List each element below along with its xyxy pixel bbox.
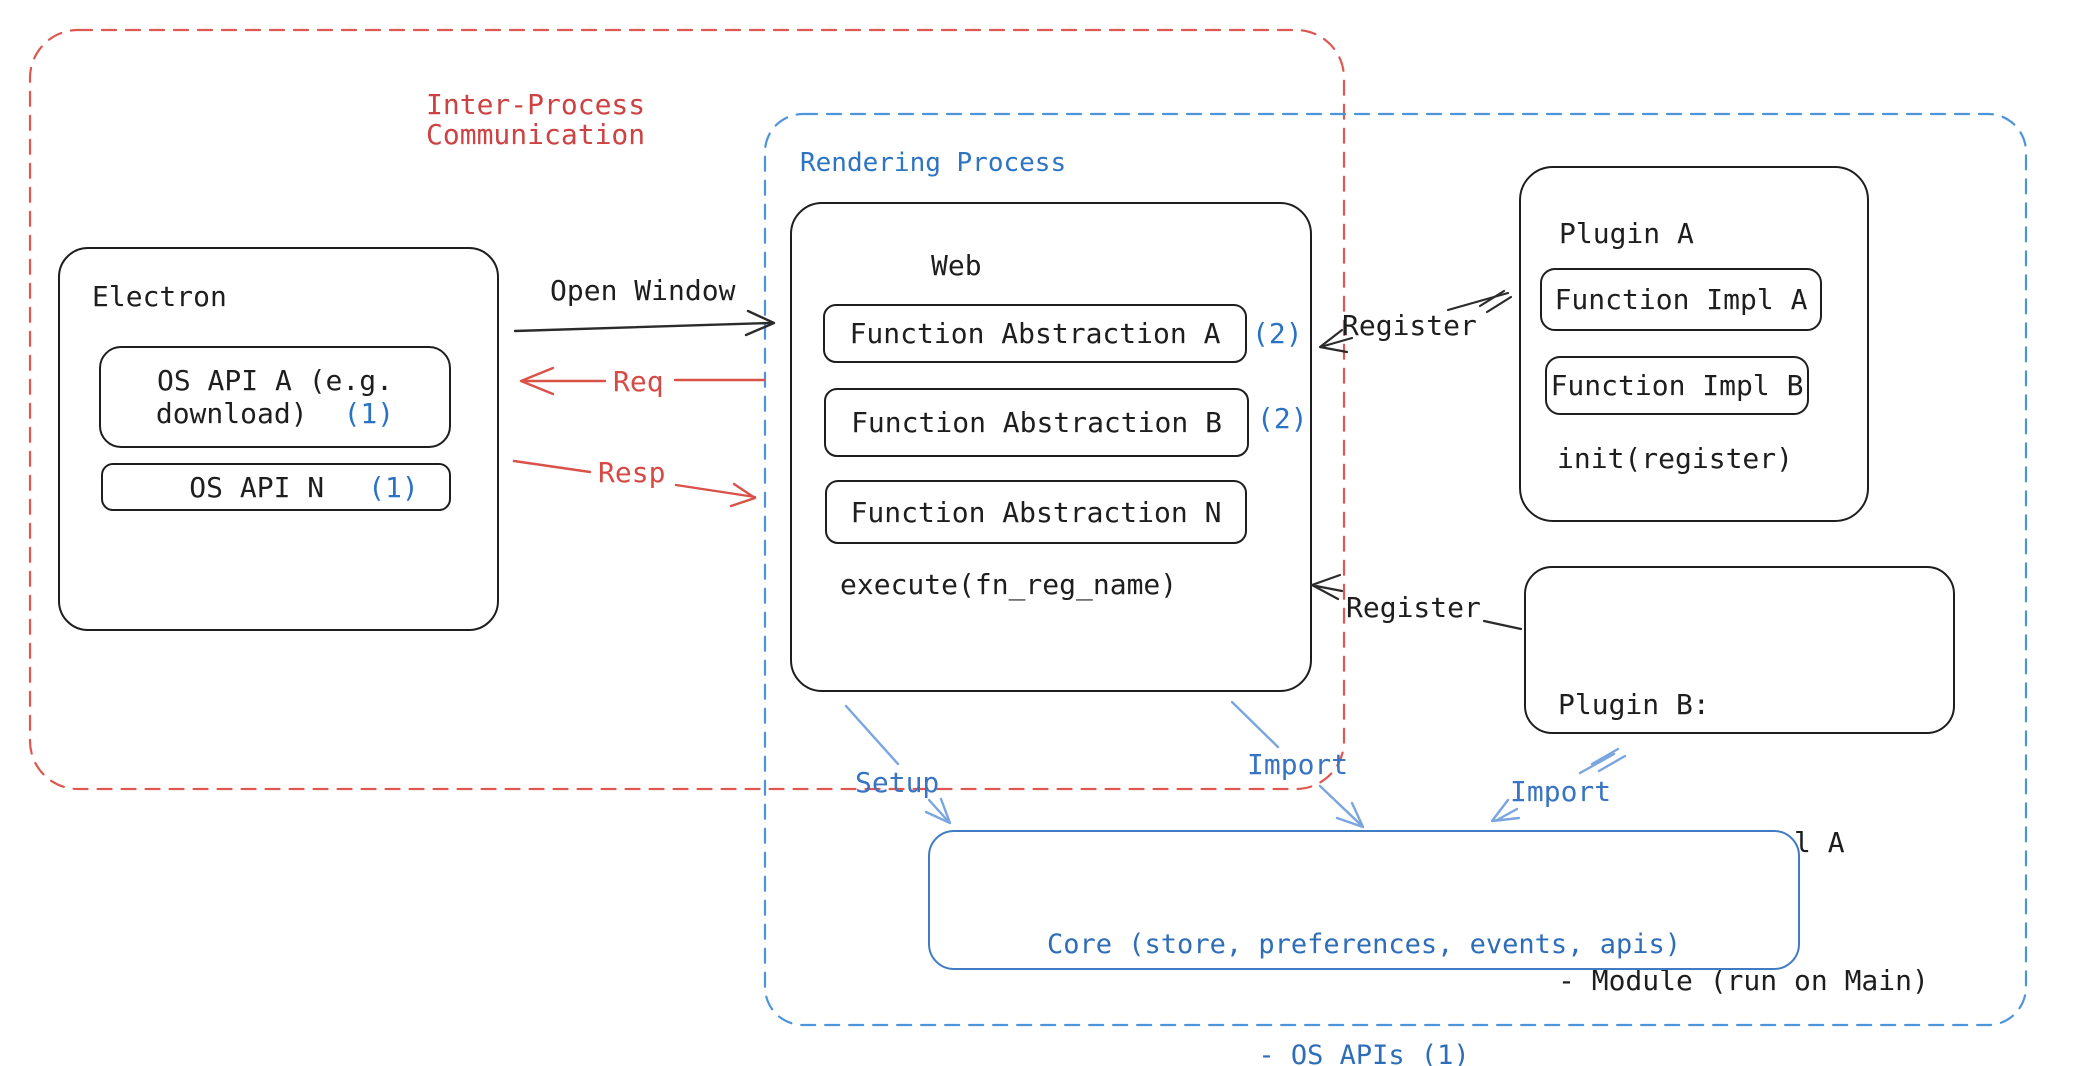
ipc-title-line2: Communication bbox=[426, 118, 646, 151]
os-api-a-badge: (1) bbox=[343, 397, 395, 430]
plugin-a-box: Plugin A Function Impl A Function Impl B… bbox=[1519, 166, 1869, 522]
execute-label: execute(fn_reg_name) bbox=[840, 568, 1178, 601]
plugin-a-impl-a-box: Function Impl A bbox=[1540, 268, 1822, 331]
os-api-a-box: OS API A (e.g. download) (1) bbox=[99, 346, 451, 448]
plugin-b-title: Plugin B: bbox=[1558, 688, 1710, 721]
open-window-arrow bbox=[513, 309, 776, 337]
os-api-a-line2-text: download) bbox=[155, 397, 308, 430]
electron-title: Electron bbox=[92, 280, 227, 313]
function-abstraction-a-badge: (2) bbox=[1252, 317, 1303, 350]
web-box: Web Function Abstraction A (2) Function … bbox=[790, 202, 1312, 692]
resp-label: Resp bbox=[598, 456, 666, 489]
ipc-title-line1: Inter-Process bbox=[426, 88, 646, 121]
plugin-a-title: Plugin A bbox=[1559, 217, 1694, 250]
import-right-label: Import bbox=[1510, 775, 1612, 808]
os-api-n-badge: (1) bbox=[368, 470, 419, 504]
ipc-region-title: Inter-Process Communication bbox=[426, 90, 645, 150]
os-api-a-line1: OS API A (e.g. bbox=[156, 364, 393, 397]
rendering-process-title: Rendering Process bbox=[800, 148, 1067, 178]
req-label: Req bbox=[613, 365, 664, 398]
web-title: Web bbox=[931, 249, 982, 282]
plugin-a-init-label: init(register) bbox=[1557, 442, 1794, 475]
function-abstraction-n-box: Function Abstraction N bbox=[825, 480, 1247, 544]
function-abstraction-b-badge: (2) bbox=[1257, 402, 1308, 435]
register-top-label: Register bbox=[1342, 309, 1477, 342]
setup-arrow bbox=[844, 704, 952, 825]
plugin-b-box: Plugin B: - Function Impl A - Module (ru… bbox=[1524, 566, 1955, 997]
os-api-n-label: OS API N bbox=[189, 470, 325, 504]
plugin-a-impl-b-box: Function Impl B bbox=[1545, 356, 1809, 415]
import-left-label: Import bbox=[1247, 748, 1349, 781]
register-bottom-label: Register bbox=[1346, 591, 1481, 624]
open-window-label: Open Window bbox=[550, 274, 736, 307]
function-abstraction-b-box: Function Abstraction B bbox=[824, 388, 1249, 457]
core-line1: Core (store, preferences, events, apis) bbox=[1047, 929, 1681, 960]
setup-label: Setup bbox=[855, 766, 940, 799]
core-box: Core (store, preferences, events, apis) … bbox=[928, 830, 1800, 1066]
os-api-n-box: OS API N (1) bbox=[101, 463, 451, 511]
function-abstraction-a-box: Function Abstraction A bbox=[823, 304, 1247, 363]
os-api-a-line2: download) (1) bbox=[156, 397, 394, 430]
electron-box: Electron OS API A (e.g. download) (1) OS… bbox=[58, 247, 499, 631]
core-line2: - OS APIs (1) bbox=[1258, 1040, 1470, 1066]
